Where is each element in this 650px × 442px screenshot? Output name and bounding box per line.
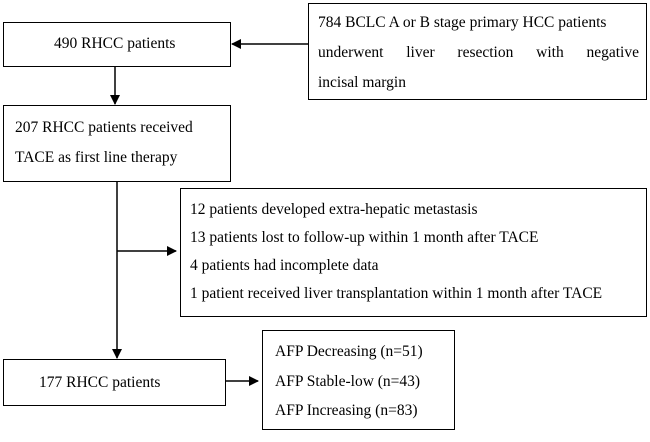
rhcc-177-label: 177 RHCC patients xyxy=(39,374,161,391)
source-cohort-line-3: incisal margin xyxy=(318,74,406,91)
tace-cohort-line-2: TACE as first line therapy xyxy=(15,149,178,166)
exclusion-line-2: 13 patients lost to follow-up within 1 m… xyxy=(190,229,539,246)
exclusion-line-1: 12 patients developed extra-hepatic meta… xyxy=(190,201,478,218)
rhcc-490-label: 490 RHCC patients xyxy=(54,35,176,52)
exclusion-line-3: 4 patients had incomplete data xyxy=(190,257,379,274)
tace-cohort-box: 207 RHCC patients received TACE as first… xyxy=(3,105,231,182)
exclusion-line-4: 1 patient received liver transplantation… xyxy=(190,285,603,302)
afp-group-decreasing: AFP Decreasing (n=51) xyxy=(275,343,423,360)
source-cohort-box: 784 BCLC A or B stage primary HCC patien… xyxy=(308,3,647,100)
rhcc-490-box: 490 RHCC patients xyxy=(3,22,231,67)
tace-cohort-line-1: 207 RHCC patients received xyxy=(15,119,193,136)
exclusion-box: 12 patients developed extra-hepatic meta… xyxy=(180,188,647,317)
rhcc-177-box: 177 RHCC patients xyxy=(3,359,226,406)
afp-group-increasing: AFP Increasing (n=83) xyxy=(275,402,418,419)
afp-groups-box: AFP Decreasing (n=51) AFP Stable-low (n=… xyxy=(262,330,455,430)
source-cohort-line-1: 784 BCLC A or B stage primary HCC patien… xyxy=(318,14,607,31)
source-cohort-line-2: underwent liver resection with negative xyxy=(318,44,639,61)
afp-group-stable-low: AFP Stable-low (n=43) xyxy=(275,373,421,390)
